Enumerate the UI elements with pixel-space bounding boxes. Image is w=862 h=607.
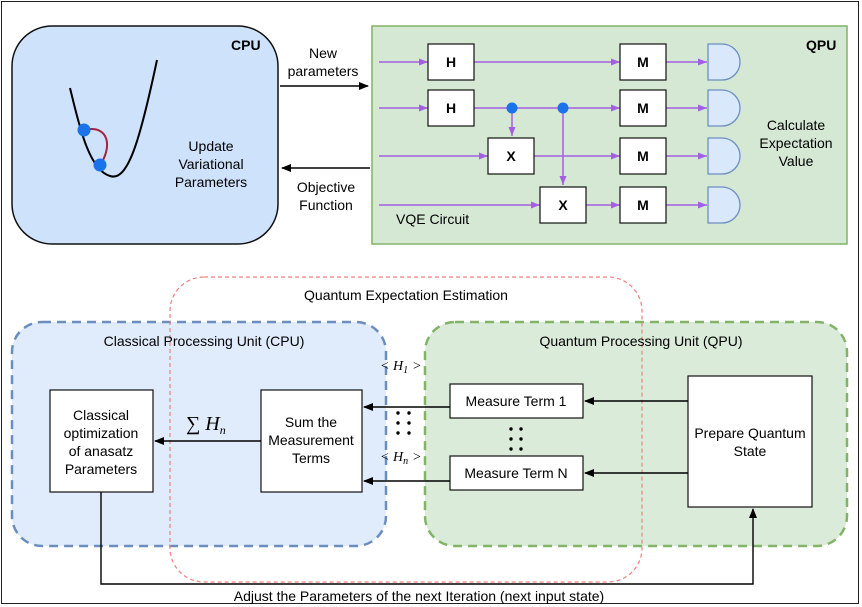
prepare-line-2: State <box>734 443 767 459</box>
measure-term-n-label: Measure Term N <box>464 465 567 481</box>
classical-box-line-4: Parameters <box>65 461 137 477</box>
cpu-text-line-1: Update <box>188 138 233 154</box>
control-dot-1 <box>506 102 518 114</box>
prepare-line-1: Prepare Quantum <box>694 425 805 441</box>
sum-terms-box <box>260 389 363 493</box>
new-params-label-2: parameters <box>288 63 359 79</box>
hn-label: < Hn> <box>380 450 422 467</box>
svg-text:M: M <box>637 100 649 116</box>
svg-text:M: M <box>637 197 649 213</box>
gate-m-4: M <box>619 186 667 224</box>
svg-text:H: H <box>446 54 456 70</box>
objective-label-1: Objective <box>297 179 356 195</box>
feedback-arrow <box>100 492 757 585</box>
measure-term-n-box <box>449 455 584 491</box>
ellipsis-dots <box>396 411 523 451</box>
cpu-box <box>11 25 279 245</box>
measure-term-1-label: Measure Term 1 <box>466 393 567 409</box>
svg-text:M: M <box>637 148 649 164</box>
parameter-point-new <box>93 158 107 172</box>
control-dot-2 <box>557 102 569 114</box>
gate-m-3: M <box>619 137 667 175</box>
sum-box-line-3: Terms <box>292 450 330 466</box>
gate-h-1: H <box>427 43 475 81</box>
qpu-side-text-1: Calculate <box>767 117 826 133</box>
classical-box-line-2: optimization <box>64 425 139 441</box>
cpu-text-line-3: Parameters <box>175 174 247 190</box>
new-params-label-1: New <box>309 45 338 61</box>
cpu-tag: CPU <box>231 37 261 53</box>
measure-term-1-box <box>449 383 584 419</box>
quantum-expectation-estimation <box>169 276 643 583</box>
svg-text:H: H <box>446 100 456 116</box>
classical-box-line-3: of anasatz <box>69 443 134 459</box>
svg-text:M: M <box>637 54 649 70</box>
cpu-text-line-2: Variational <box>178 156 243 172</box>
svg-text:X: X <box>506 148 516 164</box>
cpu-section-title: Classical Processing Unit (CPU) <box>104 333 305 349</box>
parameter-point-old <box>77 123 91 137</box>
gate-m-2: M <box>619 89 667 127</box>
vqe-circuit-label: VQE Circuit <box>396 211 469 227</box>
gate-h-2: H <box>427 89 475 127</box>
qpu-side-text-3: Value <box>779 153 814 169</box>
h1-label: < H1> <box>380 359 422 376</box>
svg-text:X: X <box>558 197 568 213</box>
cost-curve <box>69 59 158 178</box>
detector-icon <box>707 186 741 224</box>
prepare-state-box <box>687 375 813 508</box>
gate-x-2: X <box>539 186 587 224</box>
sum-box-line-1: Sum the <box>285 414 337 430</box>
detector-icon <box>707 137 741 175</box>
qpu-tag: QPU <box>806 37 836 53</box>
gate-m-1: M <box>619 43 667 81</box>
classical-box-line-1: Classical <box>73 407 129 423</box>
classical-optimization-box <box>49 389 154 493</box>
sum-box-line-2: Measurement <box>268 432 354 448</box>
sum-hn-label: ∑ Hn <box>186 413 226 437</box>
qee-title: Quantum Expectation Estimation <box>304 287 508 303</box>
qpu-side-text-2: Expectation <box>759 135 832 151</box>
detector-icon <box>707 43 741 81</box>
qpu-section-title: Quantum Processing Unit (QPU) <box>539 333 742 349</box>
objective-label-2: Function <box>299 197 353 213</box>
gate-x-1: X <box>487 137 535 175</box>
detector-icon <box>707 89 741 127</box>
footer-caption: Adjust the Parameters of the next Iterat… <box>234 588 604 604</box>
detector-icons <box>707 43 741 224</box>
